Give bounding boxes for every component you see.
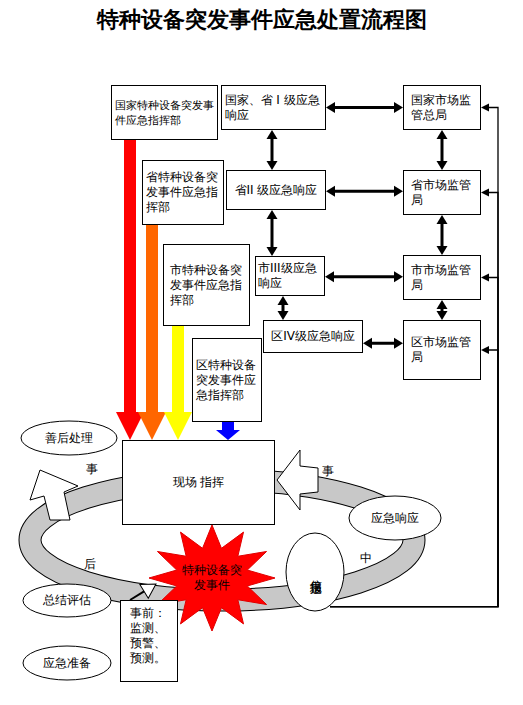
node-text: 信息报送	[308, 570, 323, 574]
arrow-connector	[334, 275, 394, 278]
authority-box: 省市场监管局	[403, 170, 481, 215]
phase-ellipse: 总结评估	[22, 583, 112, 618]
ellipse-shape	[286, 533, 344, 611]
node-text: 区IV级应急响应	[271, 329, 355, 344]
node-text: 区市场监管局	[411, 335, 473, 365]
arrow-connector	[330, 278, 498, 607]
cycle-arrowhead	[30, 470, 78, 520]
command-box: 区特种设备突发事件应急指挥部	[192, 338, 262, 422]
cycle-arrowhead	[277, 450, 318, 510]
arrow-connector	[330, 108, 498, 607]
node-text: 省特种设备突发事件应急指挥部	[146, 170, 220, 215]
node-text: 省市场监管局	[411, 178, 473, 208]
node-text: 善后处理	[45, 431, 93, 446]
node-text: 市III级应急响应	[258, 261, 322, 291]
phase-label: 后	[84, 557, 96, 571]
node-text: 区特种设备突发事件应急指挥部	[196, 358, 258, 403]
command-box: 国家特种设备突发事件应急指挥部	[111, 85, 218, 140]
node-text: 国家特种设备突发事件应急指挥部	[115, 98, 215, 128]
phase-label: 事	[322, 464, 334, 478]
pre-event-box: 事前：监测、预警、预测。	[120, 600, 178, 682]
response-box: 市III级应急响应	[255, 256, 325, 296]
node-text: 应急准备	[43, 656, 91, 671]
node-text: 国家市场监管总局	[411, 93, 473, 123]
command-box: 市特种设备突发事件应急指挥部	[163, 244, 250, 326]
node-text: 总结评估	[43, 593, 91, 608]
phase-label: 中	[360, 551, 372, 565]
arrow-connector	[330, 350, 498, 607]
arrow-connector	[335, 106, 394, 109]
node-text: 应急响应	[371, 511, 419, 526]
arrow-connector	[271, 139, 274, 161]
authority-box: 区市场监管局	[403, 320, 481, 380]
arrow-connector	[441, 139, 444, 161]
arrow-connector	[330, 193, 498, 607]
response-box: 国家、省 I 级应急响应	[221, 85, 326, 130]
phase-ellipse: 善后处理	[20, 420, 118, 456]
phase-ellipse: 信息报送	[285, 532, 345, 612]
command-box: 省特种设备突发事件应急指挥部	[142, 160, 224, 225]
arrow-connector	[372, 342, 394, 345]
ellipse-shape	[349, 496, 441, 540]
arrow-connector	[146, 225, 158, 412]
authority-box: 市市场监管局	[403, 255, 481, 300]
arrow-connector	[441, 309, 444, 311]
ellipse-shape	[23, 584, 111, 617]
node-text: 市市场监管局	[411, 263, 473, 293]
node-text: 省II 级应急响应	[235, 183, 318, 198]
diagram-title: 特种设备突发事件应急处置流程图	[0, 6, 523, 34]
arrow-connector	[130, 591, 144, 600]
authority-box: 国家市场监管总局	[403, 85, 481, 130]
node-text: 现场 指挥	[173, 475, 225, 490]
site-command-box: 现场 指挥	[122, 440, 275, 525]
node-text: 特种设备突发事件	[179, 563, 245, 593]
arrow-connector	[271, 219, 274, 247]
ellipse-shape	[23, 646, 111, 680]
node-text: 国家、省 I 级应急响应	[225, 93, 323, 123]
arrow-connector	[282, 305, 285, 311]
arrow-connector	[335, 190, 394, 193]
arrow-connector	[222, 422, 234, 430]
phase-label: 事	[86, 462, 98, 476]
arrow-connector	[441, 224, 444, 246]
response-box: 区IV级应急响应	[263, 320, 363, 353]
response-box: 省II 级应急响应	[226, 170, 326, 210]
arrow-connector	[124, 140, 136, 412]
phase-ellipse: 应急准备	[22, 645, 112, 681]
node-text: 市特种设备突发事件应急指挥部	[170, 263, 244, 308]
phase-ellipse: 应急响应	[348, 495, 442, 541]
arrow-connector	[172, 326, 184, 412]
node-text: 事前：监测、预警、预测。	[130, 606, 168, 666]
ellipse-shape	[21, 421, 117, 455]
